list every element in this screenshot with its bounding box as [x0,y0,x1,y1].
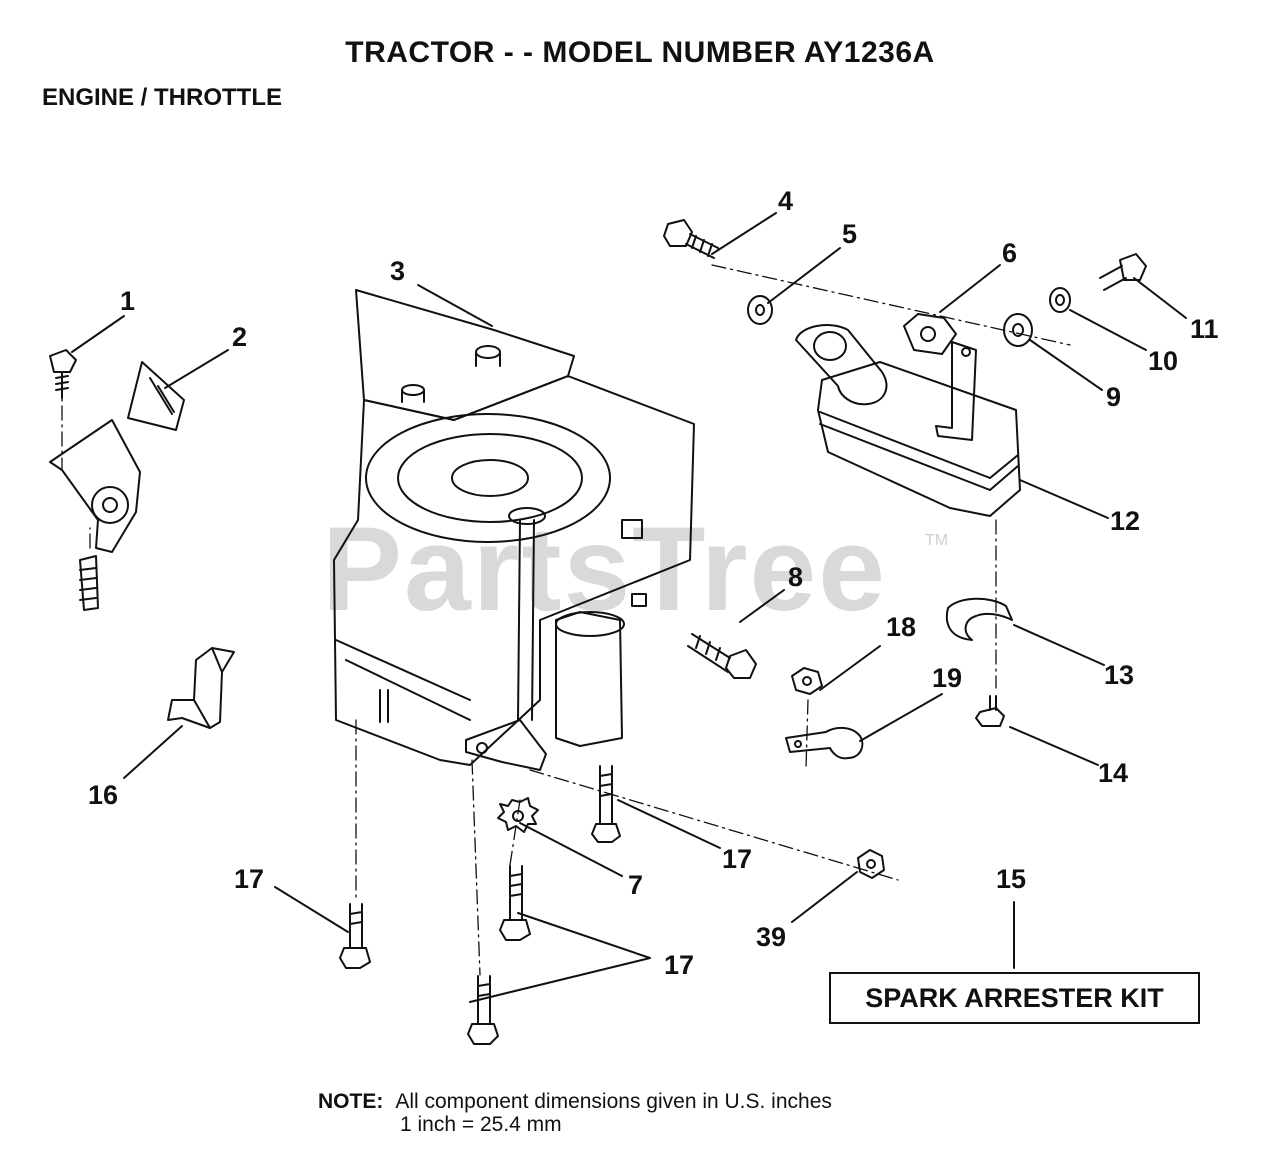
callout-18: 18 [886,612,917,642]
part-10-lock-washer [1050,288,1070,312]
section-subtitle: ENGINE / THROTTLE [42,84,282,111]
leader-lines [72,213,1186,1002]
part-9-washer [1004,314,1032,346]
part-6-gasket [904,314,956,354]
callout-3: 3 [390,256,406,286]
callout-17-c: 17 [664,950,695,980]
callout-17-a: 17 [722,844,753,874]
note: NOTE: All component dimensions given in U… [318,1090,832,1136]
part-14-screw [976,696,1004,726]
spark-arrester-kit-box: SPARK ARRESTER KIT [829,972,1200,1024]
part-8-bolt [688,634,756,678]
callout-6: 6 [1002,238,1018,268]
callout-7: 7 [628,870,644,900]
part-17-bolt-c [340,904,370,968]
part-16-clip [168,648,234,728]
part-18-nut [792,668,822,694]
spark-arrester-kit-label: SPARK ARRESTER KIT [865,982,1164,1013]
part-12-muffler [796,325,1020,516]
part-7-lock-washer [498,798,538,832]
callout-13: 13 [1104,660,1135,690]
part-17-bolt-d [468,976,498,1044]
part-11-bolt [1100,254,1146,290]
part-17-bolt-a [592,766,620,842]
note-line-1: All component dimensions given in U.S. i… [395,1090,832,1113]
callout-5: 5 [842,219,858,249]
part-19-clamp [786,728,862,758]
callout-8: 8 [788,562,804,592]
callout-11: 11 [1190,314,1219,344]
callout-1: 1 [120,286,136,316]
part-4-bolt [664,220,718,258]
note-label: NOTE: [318,1090,384,1113]
callout-9: 9 [1106,382,1122,412]
part-17-bolt-b [500,866,530,940]
note-line-2: 1 inch = 25.4 mm [400,1113,562,1136]
centerlines [62,265,1070,975]
callout-16: 16 [88,780,119,810]
part-3-engine [334,290,694,770]
callout-4: 4 [778,186,794,216]
callout-12: 12 [1110,506,1141,536]
callout-14: 14 [1098,758,1129,788]
callout-10: 10 [1148,346,1179,376]
part-1-bolt [50,350,76,398]
part-13-screen [947,599,1012,640]
part-5-washer [748,296,772,324]
page-title: TRACTOR - - MODEL NUMBER AY1236A [345,36,935,69]
part-39-nut [858,850,884,878]
part-2-throttle-bracket [50,362,184,610]
callout-15: 15 [996,864,1027,894]
callout-17-b: 17 [234,864,265,894]
callout-19: 19 [932,663,963,693]
watermark-tm: TM [925,532,949,549]
callout-2: 2 [232,322,248,352]
callout-39: 39 [756,922,787,952]
